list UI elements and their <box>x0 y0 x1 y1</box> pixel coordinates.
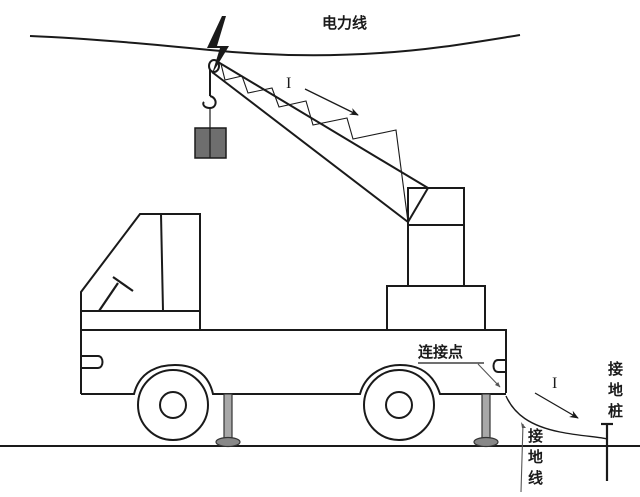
ground-stake <box>601 422 613 481</box>
rear-wheel <box>363 369 435 441</box>
ground-current-arrow-icon <box>534 392 579 419</box>
boom-current-label: I <box>286 75 291 92</box>
truck-cab <box>80 213 201 330</box>
svg-text:接: 接 <box>608 360 623 378</box>
svg-text:地: 地 <box>528 448 543 466</box>
ground-current-label: I <box>552 375 557 392</box>
ground-wire <box>505 395 608 440</box>
crane-mast <box>407 187 465 287</box>
ground-wire-pointer-arrow-icon <box>521 422 526 428</box>
svg-text:桩: 桩 <box>608 402 623 420</box>
power-line-label: 电力线 <box>322 14 367 32</box>
outrigger-rear <box>473 393 499 448</box>
connection-point-pointer-icon <box>477 363 501 388</box>
lattice-boom <box>211 61 429 223</box>
front-wheel <box>137 369 209 441</box>
crane-hook-and-load <box>194 59 227 159</box>
outrigger-front <box>215 393 241 448</box>
svg-text:线: 线 <box>528 469 543 487</box>
power-line <box>29 34 521 57</box>
crane-turret-base <box>386 285 486 331</box>
ground-stake-label: 接 地 桩 <box>608 360 623 420</box>
svg-text:地: 地 <box>608 381 623 399</box>
connection-point-label: 连接点 <box>418 343 463 361</box>
boom-current-arrow-icon <box>304 88 359 116</box>
ground-wire-pointer <box>520 423 524 493</box>
svg-text:接: 接 <box>528 427 543 445</box>
ground-wire-label: 接 地 线 <box>528 427 543 487</box>
truck-body <box>80 329 507 395</box>
